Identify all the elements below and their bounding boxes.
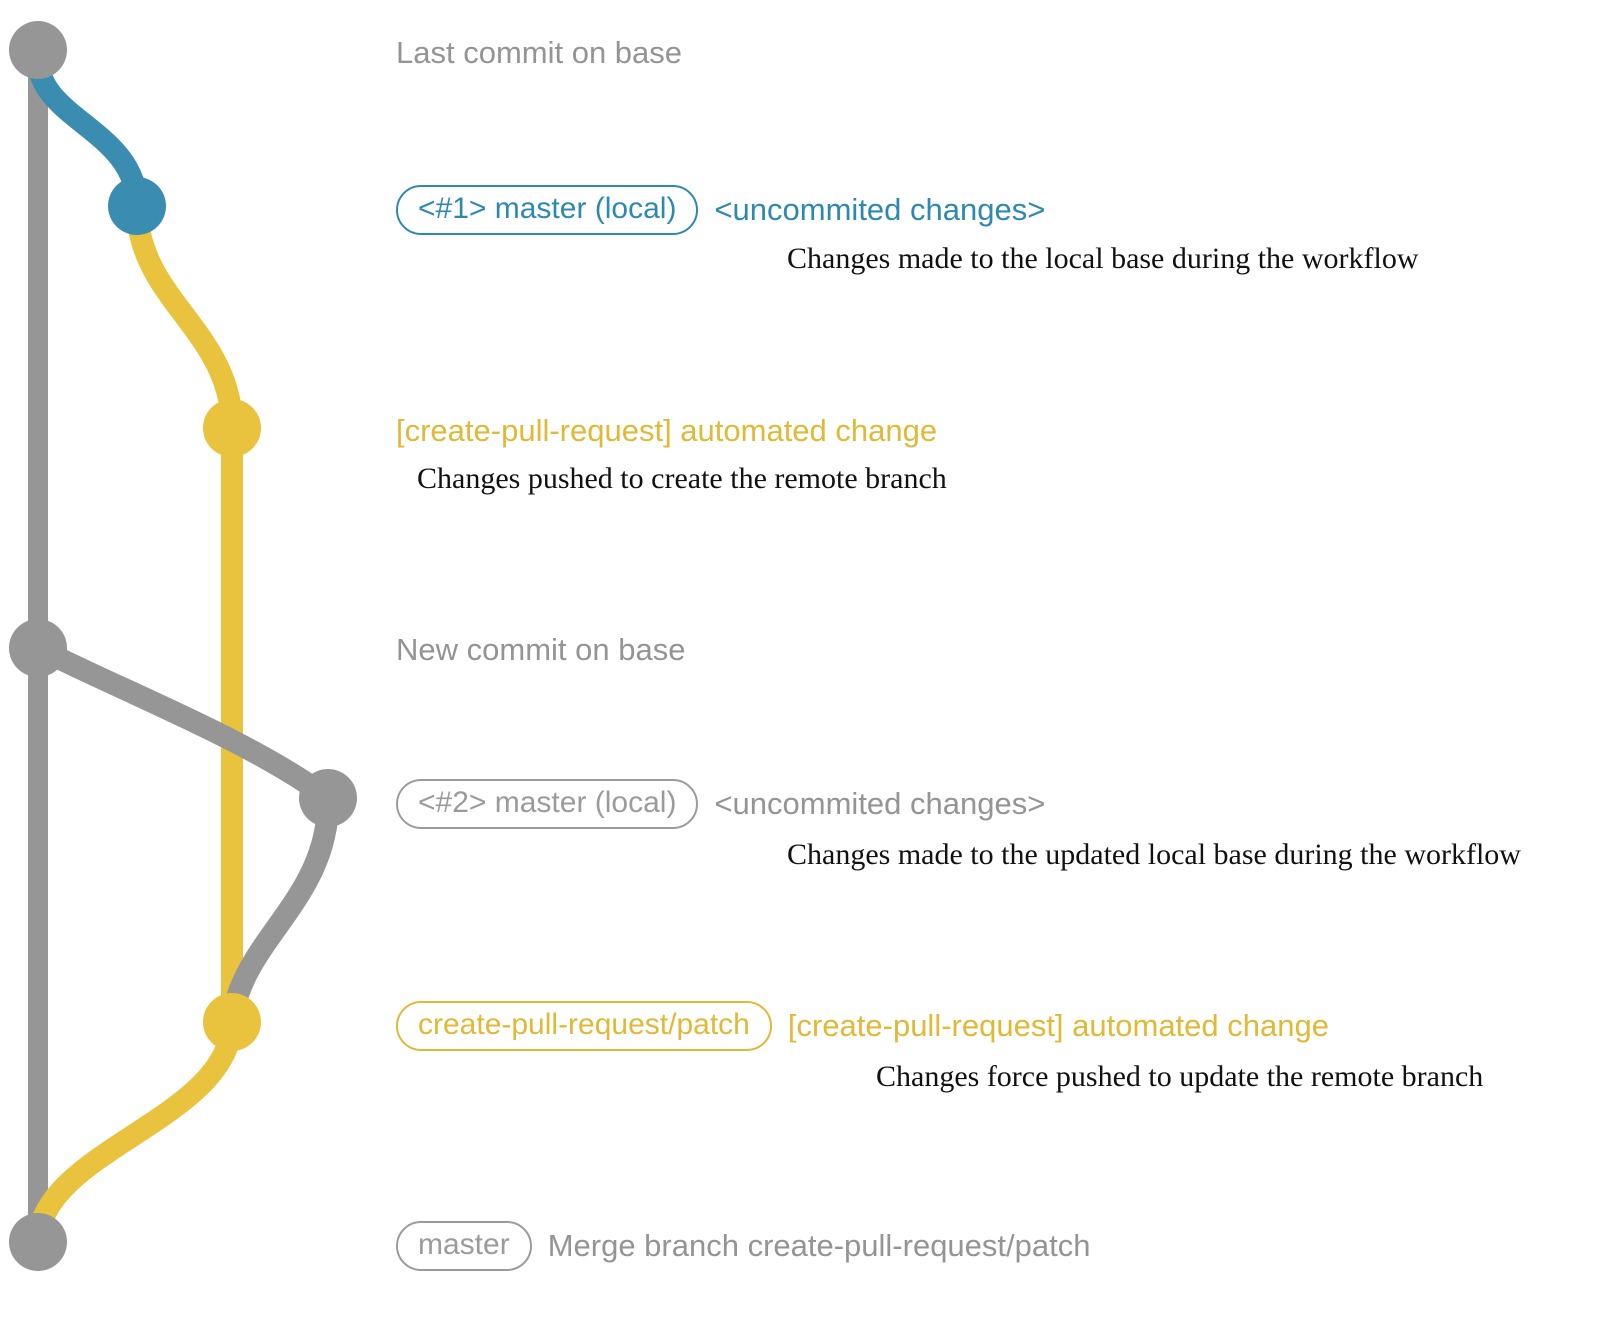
commit-row-merge-commit: master Merge branch create-pull-request/… (396, 1221, 1090, 1271)
commit-row-master-local-2: <#2> master (local) <uncommited changes> (396, 779, 1045, 829)
commit-annotation-master-local-1: Changes made to the local base during th… (787, 242, 1419, 275)
branch-badge-create-pull-request-patch[interactable]: create-pull-request/patch (396, 1001, 772, 1051)
commit-node-master-local-2[interactable] (299, 769, 357, 827)
updated-local-branch-line (27, 637, 339, 809)
commit-row-patch-commit-1: [create-pull-request] automated change (396, 413, 937, 449)
commit-annotation-patch-commit-1: Changes pushed to create the remote bran… (417, 462, 947, 495)
commit-node-patch-commit-2[interactable] (203, 993, 261, 1051)
commit-message-merge-commit: Merge branch create-pull-request/patch (547, 1228, 1091, 1263)
branch-badge-master-local-1[interactable]: <#1> master (local) (396, 185, 699, 235)
commit-annotation-master-local-2: Changes made to the updated local base d… (787, 838, 1521, 871)
branch-badge-master[interactable]: master (396, 1221, 532, 1271)
commit-label-new-commit-on-base: New commit on base (396, 632, 686, 667)
commit-node-merge-commit[interactable] (9, 1213, 67, 1271)
commit-node-patch-commit-1[interactable] (203, 399, 261, 457)
commit-row-master-local-1: <#1> master (local) <uncommited changes> (396, 185, 1045, 235)
commit-message-master-local-1: <uncommited changes> (714, 192, 1046, 227)
commit-row-last-commit-on-base: Last commit on base (396, 35, 682, 71)
updated-local-to-patch-line (221, 787, 340, 1033)
commit-node-last-commit-on-base[interactable] (9, 21, 67, 79)
patch-merge-line (27, 1011, 243, 1253)
commit-row-new-commit-on-base: New commit on base (396, 632, 685, 668)
commit-message-patch-commit-2: [create-pull-request] automated change (787, 1008, 1329, 1043)
commit-message-patch-commit-1: [create-pull-request] automated change (396, 413, 938, 448)
branch-badge-master-local-2[interactable]: <#2> master (local) (396, 779, 699, 829)
commit-row-patch-commit-2: create-pull-request/patch [create-pull-r… (396, 1001, 1329, 1051)
commit-annotation-patch-commit-2: Changes force pushed to update the remot… (876, 1060, 1484, 1093)
commit-node-master-local-1[interactable] (108, 177, 166, 235)
git-commit-graph (9, 21, 357, 1271)
commit-node-new-commit-on-base[interactable] (9, 619, 67, 677)
patch-branch-line-upper (126, 195, 243, 439)
commit-label-last-commit-on-base: Last commit on base (396, 35, 683, 70)
commit-message-master-local-2: <uncommited changes> (714, 786, 1046, 821)
